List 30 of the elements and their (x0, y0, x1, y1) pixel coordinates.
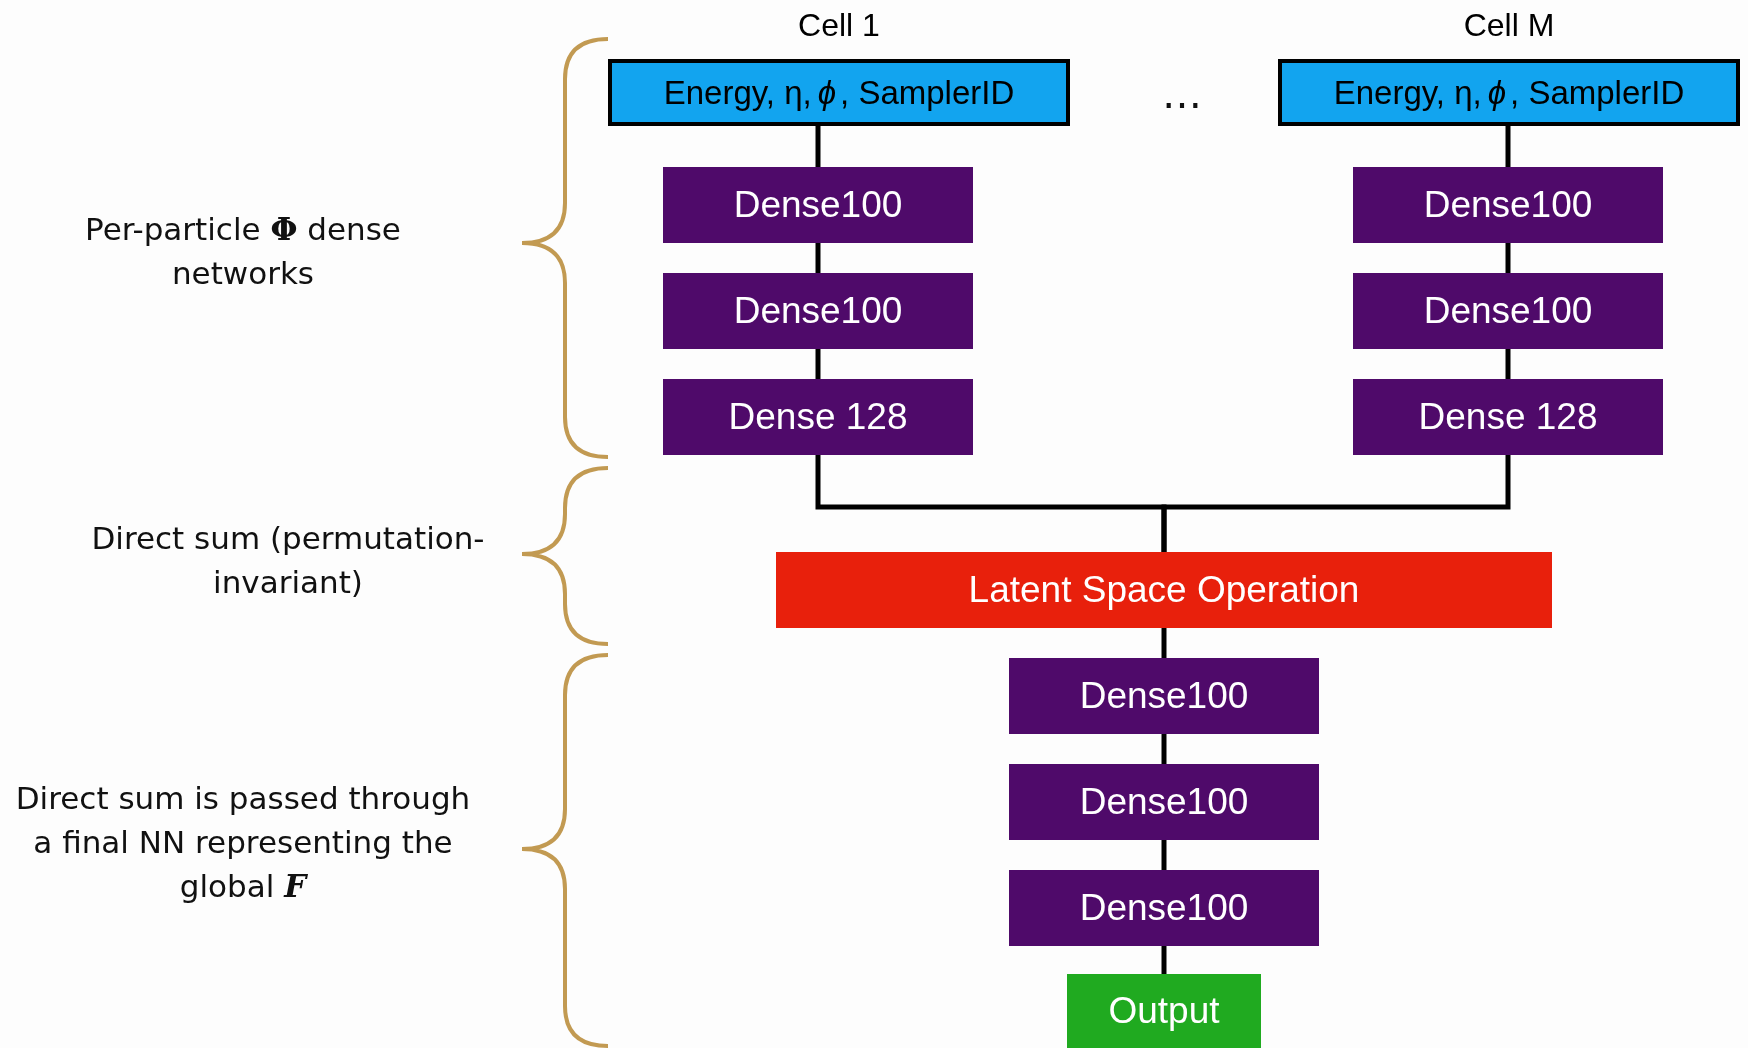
connector-line (815, 349, 821, 379)
dense-layer-box: Dense 128 (663, 379, 973, 455)
dense-layer-box: Dense100 (663, 167, 973, 243)
output-box: Output (1067, 974, 1261, 1048)
brace-annotation: Per-particle Φ dense networks (84, 210, 402, 293)
brace-annotation: Direct sum is passed through a final NN representing the global F (14, 779, 472, 907)
connector-line (1505, 126, 1511, 167)
dense-layer-box: Dense100 (1009, 870, 1319, 946)
dense-layer-box: Dense100 (1353, 273, 1663, 349)
dense-layer-box: Dense100 (1009, 764, 1319, 840)
input-box: Energy, η, ϕ, SamplerID (608, 59, 1070, 126)
connector-line (815, 126, 821, 167)
connector-line (1161, 840, 1167, 870)
connector-line (1161, 455, 1511, 552)
column-heading: Cell M (1462, 7, 1556, 44)
ellipsis: … (1161, 70, 1203, 119)
dense-layer-box: Dense100 (1353, 167, 1663, 243)
connector-line (1161, 946, 1167, 974)
connector-line (1161, 628, 1167, 658)
connector-line (1505, 243, 1511, 273)
operation-box: Latent Space Operation (776, 552, 1552, 628)
dense-layer-box: Dense100 (1009, 658, 1319, 734)
dense-layer-box: Dense100 (663, 273, 973, 349)
connector-line (1505, 349, 1511, 379)
connector-line (815, 243, 821, 273)
dense-layer-box: Dense 128 (1353, 379, 1663, 455)
connector-line (1161, 734, 1167, 764)
column-heading: Cell 1 (797, 7, 881, 44)
input-box: Energy, η, ϕ, SamplerID (1278, 59, 1740, 126)
brace-annotation: Direct sum (permutation-invariant) (90, 519, 486, 602)
